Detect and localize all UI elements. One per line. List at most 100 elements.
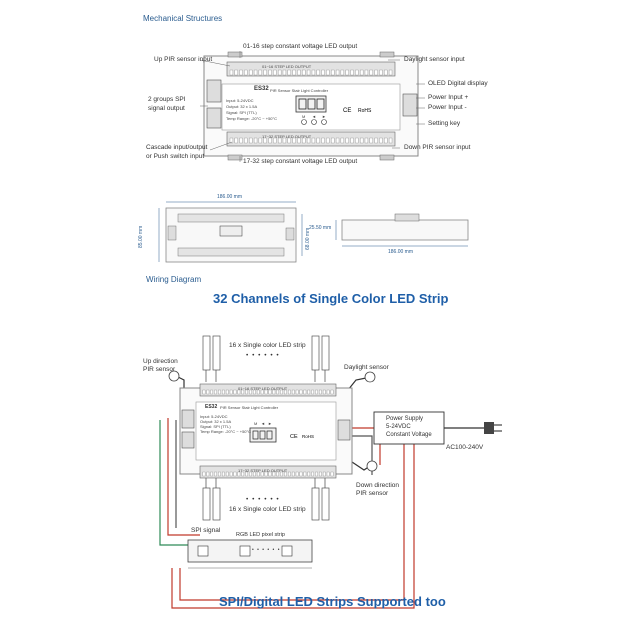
dots-top: • • • • • • — [246, 352, 280, 359]
terminal-pin — [302, 69, 306, 76]
terminal-pin — [237, 389, 241, 395]
dim-width-top: 186.00 mm — [217, 194, 243, 200]
sensors — [168, 370, 378, 472]
terminal-pin — [249, 471, 252, 477]
terminal-pin — [272, 389, 276, 395]
wire-button-right: ► — [268, 421, 272, 426]
terminal-pin — [287, 69, 291, 76]
terminal-pin — [276, 389, 279, 395]
terminal-pin — [258, 69, 262, 76]
terminal-pin — [388, 137, 393, 144]
terminal-pin — [321, 137, 325, 144]
svg-text:RoHS: RoHS — [358, 108, 372, 114]
terminal-pin — [335, 137, 340, 144]
wire-spec-3: Temp Range: -20°C ~ +50°C — [200, 429, 252, 434]
terminal-pin — [273, 137, 277, 144]
terminal-pin — [369, 69, 373, 76]
label-ps-1: Power Supply — [386, 416, 424, 422]
terminal-pin — [268, 389, 272, 395]
terminal-pin — [284, 389, 287, 395]
terminal-pin — [374, 69, 378, 76]
terminal-pin — [303, 471, 307, 477]
label-spi-output-1: 2 groups SPI — [148, 96, 186, 103]
terminal-pin — [210, 471, 213, 477]
mech-spec-0: Input: 5-24VDC — [226, 98, 254, 103]
terminal-pin — [245, 389, 248, 395]
dots-bottom: • • • • • • — [246, 496, 280, 503]
terminal-pin — [222, 471, 225, 477]
terminal-pin — [282, 137, 287, 144]
terminal-pin — [299, 389, 303, 395]
terminal-pin — [303, 389, 307, 395]
label-down-pir-2: PIR sensor — [356, 490, 389, 497]
terminal-pin — [253, 389, 256, 395]
terminal-pin — [306, 69, 311, 76]
label-spi-signal: SPI signal — [191, 527, 221, 534]
label-strip-top: 16 x Single color LED strip — [229, 342, 306, 349]
terminal-pin — [237, 471, 241, 477]
terminal-pin — [335, 69, 340, 76]
dim-depth: 25.50 mm — [309, 225, 332, 231]
wire-model: ES32 — [205, 404, 218, 410]
label-spi-output-2: signal output — [148, 105, 185, 112]
terminal-pin — [321, 69, 325, 76]
mech-button-right: ► — [322, 114, 326, 119]
terminal-pin — [233, 389, 237, 395]
terminal-pin — [239, 137, 243, 144]
section-title-wiring: Wiring Diagram — [146, 275, 202, 284]
terminal-pin — [280, 389, 283, 395]
terminal-pin — [330, 389, 334, 395]
wire-button-left: ◄ — [261, 421, 265, 426]
terminal-pin — [331, 137, 335, 144]
label-setting-key: Setting key — [428, 120, 461, 127]
terminal-pin — [218, 389, 221, 395]
terminal-pin — [249, 69, 253, 76]
svg-text:CE: CE — [290, 434, 298, 440]
label-ps-2: 5-24VDC — [386, 424, 411, 430]
label-daylight-sensor: Daylight sensor — [344, 364, 389, 371]
terminal-pin — [260, 471, 264, 477]
label-rgb-strip: RGB LED pixel strip — [236, 532, 285, 538]
terminal-pin — [295, 471, 299, 477]
terminal-pin — [291, 389, 295, 395]
mech-model: ES32 — [254, 86, 269, 92]
terminal-pin — [315, 471, 318, 477]
terminal-pin — [260, 389, 264, 395]
terminal-pin — [225, 471, 229, 477]
terminal-pin — [360, 69, 364, 76]
label-cascade-1: Cascade input/output — [146, 144, 208, 151]
terminal-pin — [273, 69, 277, 76]
terminal-pin — [263, 137, 267, 144]
terminal-pin — [253, 471, 256, 477]
terminal-pin — [282, 69, 287, 76]
terminal-pin — [369, 137, 373, 144]
terminal-pin — [364, 69, 369, 76]
terminal-pin — [288, 471, 291, 477]
terminal-pin — [264, 471, 268, 477]
terminal-pin — [302, 137, 306, 144]
wire-strip-bottom-text: 17~32 STEP LED OUTPUT — [238, 468, 288, 473]
terminal-pin — [229, 69, 234, 76]
terminal-pin — [225, 389, 229, 395]
mech-leader-lines — [199, 51, 425, 162]
terminal-pin — [256, 471, 260, 477]
terminal-pin — [278, 137, 282, 144]
terminal-pin — [326, 69, 330, 76]
terminal-pin — [297, 137, 301, 144]
label-oled: OLED Digital display — [428, 80, 488, 87]
terminal-pin — [202, 389, 206, 395]
terminal-pin — [253, 69, 258, 76]
terminal-pin — [287, 137, 291, 144]
terminal-pin — [316, 137, 320, 144]
terminal-pin — [311, 389, 314, 395]
mech-spec-1: Output: 32 x 1.5A — [226, 104, 258, 109]
heading-spi: SPI/Digital LED Strips Supported too — [219, 594, 446, 609]
terminal-pin — [307, 389, 311, 395]
rgb-pixel-strip — [187, 539, 313, 569]
terminal-pin — [360, 137, 364, 144]
terminal-pin — [350, 69, 354, 76]
terminal-pin — [249, 137, 253, 144]
terminal-pin — [322, 389, 326, 395]
dim-height-left: 85.00 mm — [138, 225, 144, 248]
